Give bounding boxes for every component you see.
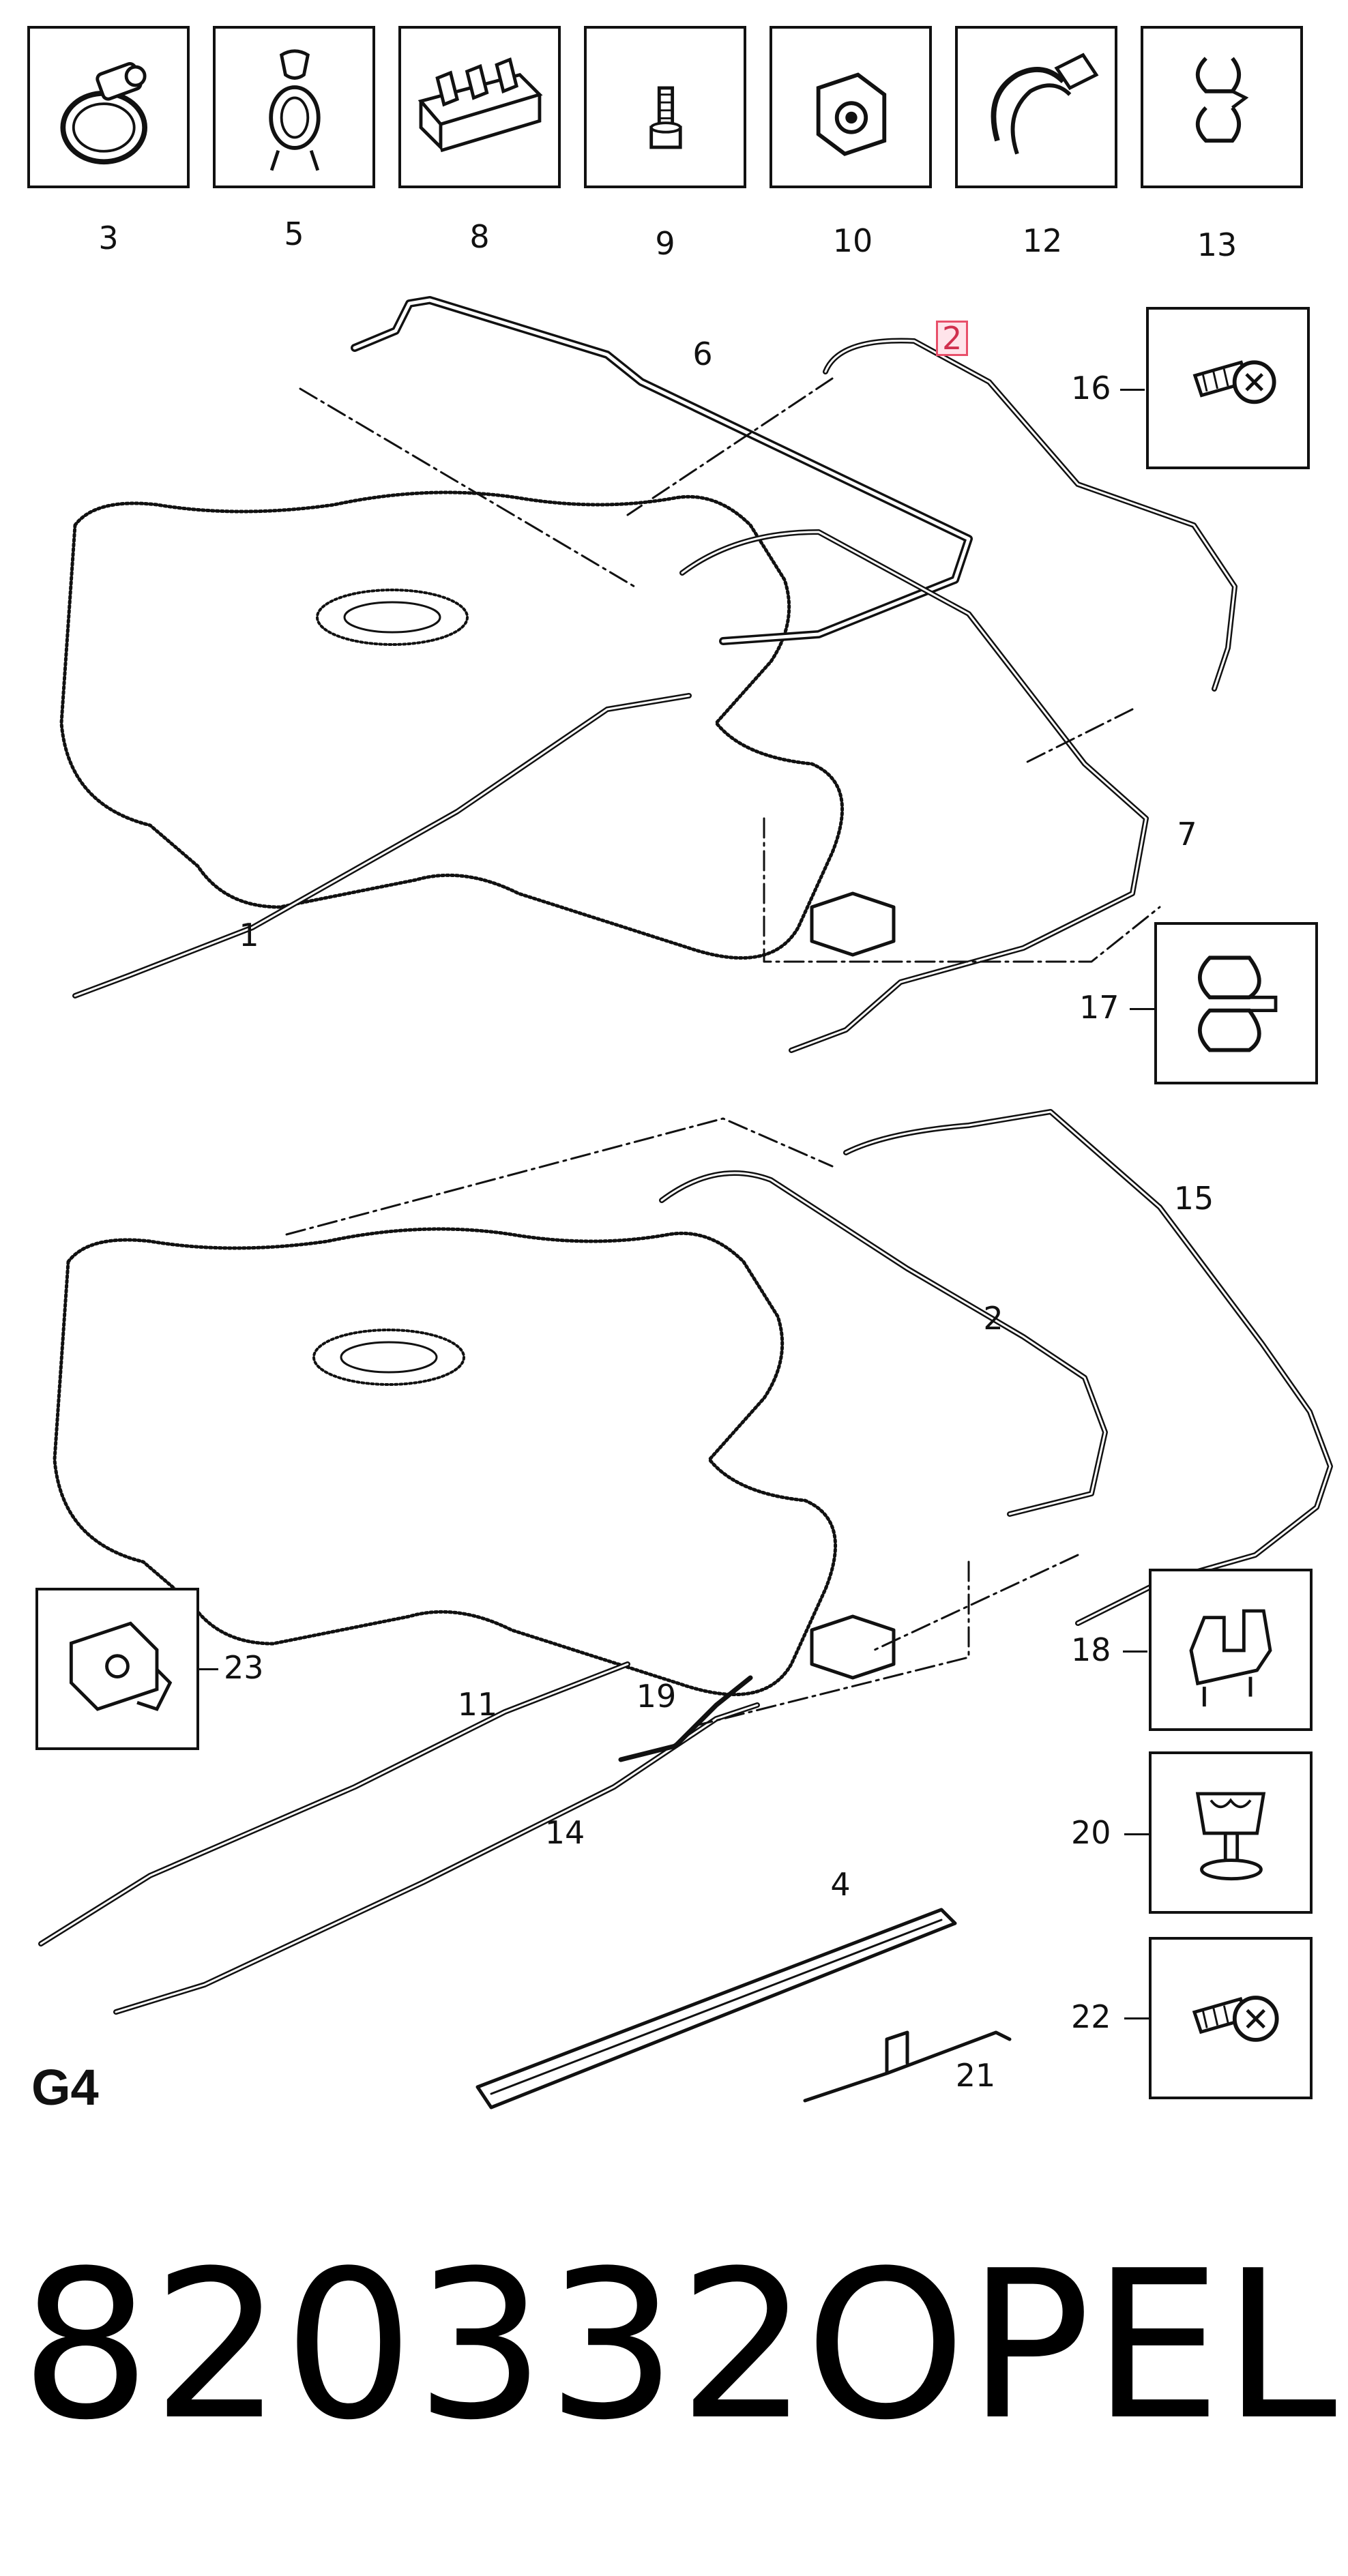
strap-4 [475,1908,957,2109]
bracket-21 [803,2030,1012,2103]
leader-16 [1120,389,1145,391]
callout-4: 4 [830,1866,851,1903]
pipe-holder-icon [69,1621,173,1711]
clamp-icon [991,53,1099,155]
screw-icon [1192,1996,1279,2042]
double-clip-icon [1195,57,1249,143]
lower-fuel-tank [53,1227,837,1697]
hose-clamp-icon [60,61,148,165]
part-box-13 [1141,26,1303,188]
part-box-10 [770,26,932,188]
upper-pipe-7 [679,529,1149,1053]
part-number-20: 20 [1071,1814,1111,1851]
part-box-22 [1149,1937,1313,2099]
part-number-10: 10 [832,222,873,259]
footer-brand: OPEL [805,2227,1338,2465]
double-clip-icon [1198,956,1278,1052]
leader-22 [1124,2017,1149,2019]
bolt-icon [649,86,682,149]
leader-20 [1124,1833,1149,1835]
push-clip-icon [1195,1792,1266,1881]
part-number-22: 22 [1071,1998,1111,2035]
leader-17 [1130,1008,1154,1010]
part-box-12 [955,26,1117,188]
part-number-13: 13 [1197,226,1237,263]
callout-6: 6 [692,336,713,372]
part-box-23 [35,1588,199,1750]
lower-pipe-2 [659,1170,1108,1517]
pipe-holder-icon [417,57,543,153]
footer-part-number: 820332 [20,2227,810,2465]
part-number-5: 5 [284,216,304,252]
leader-23 [199,1668,218,1670]
lower-pipe-15 [843,1109,1333,1626]
upper-pipe-1 [72,693,692,998]
part-box-9 [584,26,746,188]
callout-11: 11 [457,1686,498,1723]
fuel-system-diagram [38,296,1333,2109]
part-box-18 [1149,1569,1313,1731]
callout-7: 7 [1177,816,1197,853]
callout-21: 21 [955,2057,996,2094]
part-number-23: 23 [224,1649,264,1686]
part-number-3: 3 [98,220,119,256]
part-number-17: 17 [1079,989,1119,1026]
part-box-16 [1146,307,1310,469]
callout-19: 19 [636,1678,677,1715]
callout-2-highlighted: 2 [936,321,969,356]
pipe-clip-icon [269,49,321,171]
screw-icon [1192,360,1276,404]
callout-14: 14 [544,1814,585,1851]
leader-18 [1123,1650,1147,1653]
part-number-18: 18 [1071,1631,1111,1668]
upper-fuel-tank [59,490,844,960]
part-box-8 [398,26,561,188]
clip-nut-icon [816,72,887,156]
part-number-9: 9 [655,225,675,262]
part-box-5 [213,26,375,188]
part-box-3 [27,26,190,188]
part-number-16: 16 [1071,370,1111,406]
part-box-20 [1149,1751,1313,1914]
multi-clip-icon [1189,1609,1272,1707]
callout-15: 15 [1173,1180,1214,1217]
part-number-8: 8 [469,218,490,255]
callout-2: 2 [983,1300,1003,1337]
part-box-17 [1154,922,1318,1084]
part-number-12: 12 [1022,222,1063,259]
upper-pipe-6 [351,296,973,645]
callout-1: 1 [239,917,259,953]
section-tag: G4 [31,2059,99,2116]
